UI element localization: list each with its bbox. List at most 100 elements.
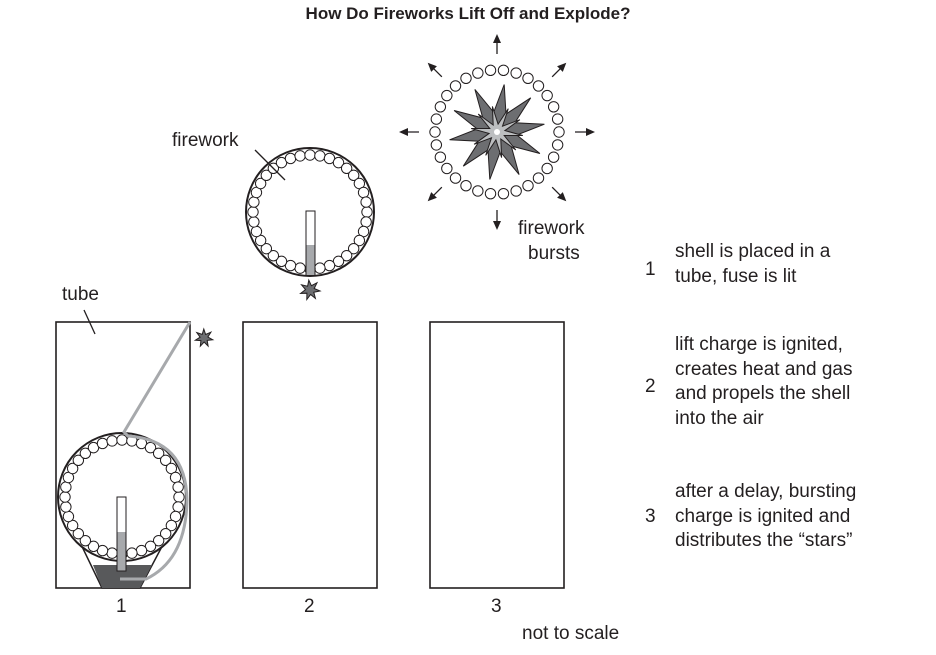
star-pellet: [532, 172, 545, 184]
step-line: shell is placed in a: [675, 241, 831, 262]
tube-number-2: 2: [304, 596, 315, 617]
star-pellet: [449, 80, 462, 92]
step-line: creates heat and gas: [675, 358, 853, 380]
star-pellet: [434, 101, 447, 113]
star-pellet: [547, 151, 560, 163]
fuse-line: [120, 321, 192, 581]
star-pellet: [360, 216, 372, 228]
step-line: into the air: [675, 407, 764, 429]
step-line: after a delay, bursting: [675, 481, 857, 502]
star-pellet: [353, 234, 366, 247]
star-pellet: [152, 447, 165, 460]
shell-in-air: [245, 147, 375, 302]
step-1-text: shell is placed in a tube, fuse is lit: [675, 240, 830, 289]
tube-3: [429, 321, 565, 589]
time-fuse-burn: [306, 245, 315, 275]
lit-fuse-spark-icon: [193, 327, 215, 348]
step-line: distributes the “stars”: [675, 530, 853, 551]
burst-center: [494, 129, 500, 135]
star-pellet: [248, 216, 260, 228]
star-pellet: [547, 101, 560, 113]
arrow-head-icon: [586, 128, 595, 136]
step-3-number: 3: [645, 506, 656, 527]
step-line: tube, fuse is lit: [675, 265, 797, 287]
star-pellet: [79, 447, 92, 460]
star-pellet: [66, 462, 79, 475]
tube-leader-line: [83, 309, 96, 335]
star-pellet: [72, 527, 85, 540]
star-pellet: [360, 196, 372, 208]
star-pellet: [441, 89, 453, 102]
star-pellet: [260, 169, 273, 182]
star-pellet: [169, 471, 182, 484]
star-pellet: [323, 259, 336, 272]
firework-leader-line: [254, 149, 286, 181]
star-pellet: [430, 113, 443, 125]
star-pellet: [522, 72, 534, 85]
diagram-title: How Do Fireworks Lift Off and Explode?: [305, 4, 631, 23]
arrow-head-icon: [557, 192, 567, 202]
star-pellet: [361, 206, 373, 218]
star-pellet: [347, 242, 360, 255]
star-pellet: [267, 249, 280, 262]
star-pellet: [441, 162, 453, 175]
star-pellet: [551, 139, 564, 151]
star-pellet: [144, 441, 157, 454]
star-pellet: [332, 156, 345, 169]
star-pellet: [96, 437, 109, 450]
star-pellet: [159, 527, 172, 540]
step-2-text: lift charge is ignited, creates heat and…: [675, 333, 852, 431]
star-pellet: [172, 481, 184, 493]
star-pellet: [87, 540, 100, 553]
star-pellet: [510, 185, 522, 197]
firework-label: firework: [172, 130, 239, 151]
star-pellet: [60, 481, 72, 493]
star-pellet: [553, 126, 565, 138]
star-pellet: [248, 196, 260, 208]
star-pellet: [340, 162, 353, 175]
star-pellet: [294, 150, 306, 162]
star-pellet: [347, 169, 360, 182]
bursting-spark-icon: [299, 278, 322, 302]
arrow-head-icon: [493, 34, 501, 43]
star-pellet: [126, 547, 138, 559]
star-pellet: [497, 64, 510, 77]
arrow-head-icon: [399, 128, 408, 136]
step-1-number: 1: [645, 259, 656, 280]
star-pellet: [510, 67, 522, 79]
star-pellet: [314, 262, 326, 274]
star-pellet: [254, 177, 267, 190]
star-pellet: [79, 534, 92, 547]
star-pellet: [172, 501, 184, 513]
star-pellet: [340, 249, 353, 262]
star-pellet: [304, 149, 316, 161]
star-pellet: [357, 186, 370, 199]
star-pellet: [551, 113, 564, 125]
tube-label: tube: [62, 284, 99, 305]
step-line: lift charge is ignited,: [675, 334, 843, 355]
star-pellet: [135, 544, 148, 557]
tube-2: [242, 321, 378, 589]
star-pellet: [62, 510, 75, 523]
not-to-scale-note: not to scale: [522, 623, 620, 644]
star-pellet: [314, 150, 326, 162]
arrow-head-icon: [557, 62, 567, 72]
arrow-head-icon: [427, 192, 437, 202]
star-pellet: [484, 64, 497, 77]
star-pellet: [434, 151, 447, 163]
star-pellet: [284, 152, 297, 165]
arrow-head-icon: [493, 221, 501, 230]
star-pellet: [106, 547, 118, 559]
star-pellet: [275, 255, 288, 268]
star-pellet: [116, 434, 128, 446]
star-pellet: [294, 262, 306, 274]
time-fuse-burn: [117, 532, 126, 571]
star-pellet: [522, 179, 534, 192]
star-pellet: [429, 126, 441, 138]
star-pellet: [60, 501, 72, 513]
star-pellet: [165, 519, 178, 532]
step-3-text: after a delay, bursting charge is ignite…: [675, 480, 856, 554]
star-pellet: [106, 435, 118, 447]
star-pellet: [250, 225, 263, 238]
